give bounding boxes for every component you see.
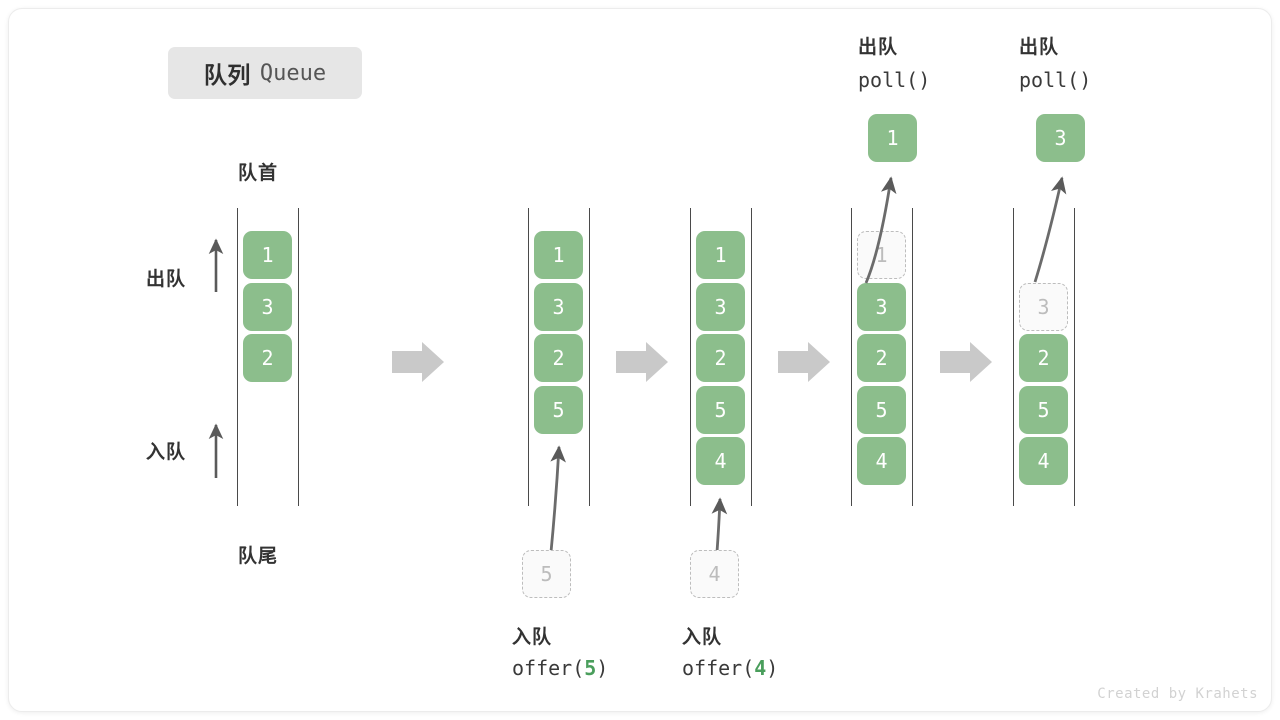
queue-rail-left [851,208,852,506]
queue-cell-filled: 1 [534,231,583,279]
pending-enqueue-cell: 4 [690,550,739,598]
header-code-poll-3: poll() [1019,68,1092,92]
queue-cell-ghost: 1 [857,231,906,279]
queue-cell-filled: 1 [243,231,292,279]
header-cn-poll-1: 出队 [858,37,899,58]
queue-cell-filled: 3 [696,282,745,331]
code-arg: 4 [754,656,767,680]
caption-cn-offer-5: 入队 [512,627,553,648]
queue-cell-filled: 4 [1019,437,1068,485]
queue-cell-filled: 1 [696,231,745,279]
title-cn: 队列 [203,62,251,88]
caption-code-offer-5: offer(5) [512,656,608,680]
queue-cell-filled: 2 [857,334,906,382]
queue-cell-filled: 5 [857,385,906,434]
popped-cell: 1 [868,114,917,162]
popped-cell: 3 [1036,114,1085,162]
queue-cell-filled: 4 [696,437,745,485]
queue-rail-left [237,208,238,506]
credit-text: Created by Krahets [1097,686,1258,702]
queue-rail-left [690,208,691,506]
label-dequeue: 出队 [146,269,187,290]
diagram-card [8,8,1272,712]
queue-cell-filled: 5 [696,385,745,434]
label-queue-front: 队首 [238,163,279,184]
queue-cell-filled: 5 [1019,385,1068,434]
code-prefix: offer( [512,656,585,680]
queue-rail-right [912,208,913,506]
code-arg: 5 [584,656,597,680]
queue-cell-filled: 3 [534,282,583,331]
queue-cell-filled: 2 [696,334,745,382]
queue-cell-filled: 2 [534,334,583,382]
queue-cell-filled: 5 [534,385,583,434]
queue-cell-filled: 2 [243,334,292,382]
header-code-poll-1: poll() [858,68,931,92]
queue-rail-left [528,208,529,506]
label-queue-rear: 队尾 [238,546,279,567]
title-en: Queue [259,60,327,86]
pending-enqueue-cell: 5 [522,550,571,598]
code-suffix: ) [766,656,779,680]
queue-cell-ghost: 3 [1019,282,1068,331]
queue-rail-right [751,208,752,506]
code-suffix: ) [596,656,609,680]
queue-rail-right [589,208,590,506]
queue-rail-right [298,208,299,506]
queue-rail-left [1013,208,1014,506]
queue-cell-filled: 3 [243,282,292,331]
queue-cell-filled: 2 [1019,334,1068,382]
queue-rail-right [1074,208,1075,506]
code-prefix: offer( [682,656,755,680]
queue-cell-filled: 4 [857,437,906,485]
caption-cn-offer-4: 入队 [682,627,723,648]
label-enqueue: 入队 [146,442,187,463]
header-cn-poll-3: 出队 [1019,37,1060,58]
title-badge: 队列 Queue [168,47,362,99]
caption-code-offer-4: offer(4) [682,656,778,680]
queue-cell-filled: 3 [857,282,906,331]
